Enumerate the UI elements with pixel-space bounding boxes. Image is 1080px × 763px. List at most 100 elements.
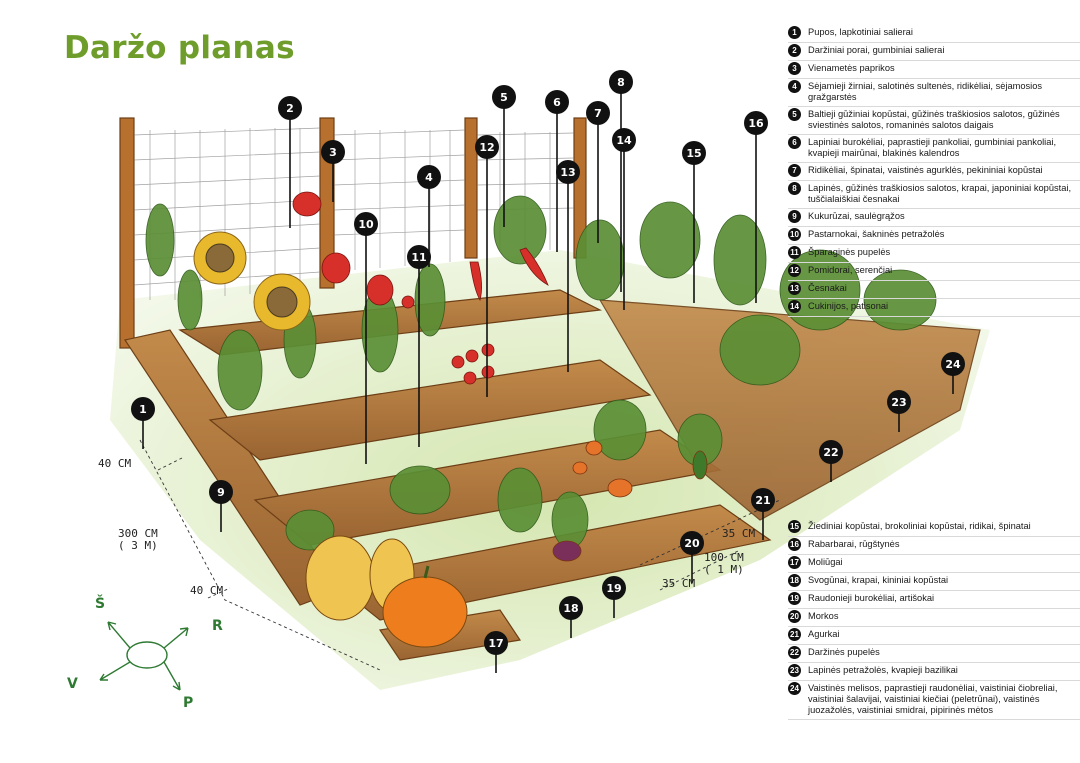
legend-item: 12 Pomidorai, serenčiai xyxy=(788,263,1080,281)
pin-19: 19 xyxy=(602,576,626,618)
pin-head xyxy=(545,90,569,114)
legend-number: 21 xyxy=(788,628,801,641)
legend-text: Žiediniai kopūstai, brokoliniai kopūstai… xyxy=(808,521,1031,531)
page-title: Daržo planas xyxy=(64,30,295,66)
pin-label: 24 xyxy=(945,358,961,371)
legend-text: Pomidorai, serenčiai xyxy=(808,265,893,275)
pin-head xyxy=(131,397,155,421)
pin-head xyxy=(682,141,706,165)
compass-south-label: P xyxy=(183,695,194,711)
pin-label: 8 xyxy=(617,76,625,89)
dim-path-a: 35 CM xyxy=(722,527,756,540)
pin-label: 22 xyxy=(823,446,838,459)
legend-text: Česnakai xyxy=(808,283,847,293)
legend-bottom: 15 Žiediniai kopūstai, brokoliniai kopūst… xyxy=(788,519,1080,720)
legend-number: 23 xyxy=(788,664,801,677)
dim-path-b: 35 CM xyxy=(662,577,696,590)
legend-text: Lapinės petražolės, kvapieji bazilikai xyxy=(808,665,958,675)
legend-text: Raudonieji burokėliai, artišokai xyxy=(808,593,935,603)
pin-18: 18 xyxy=(559,596,583,638)
pin-label: 23 xyxy=(891,396,906,409)
legend-text: Lapiniai burokėliai, paprastieji pankoli… xyxy=(808,137,1057,158)
legend-text: Pastarnokai, šakninės petražolės xyxy=(808,229,945,239)
legend-text: Kukurūzai, saulėgrąžos xyxy=(808,211,905,221)
legend-number: 14 xyxy=(788,300,801,313)
pin-head xyxy=(819,440,843,464)
legend-number: 15 xyxy=(788,520,801,533)
root-vegetables xyxy=(552,440,708,562)
pin-head xyxy=(559,596,583,620)
legend-number: 1 xyxy=(788,26,801,39)
legend-number: 18 xyxy=(788,574,801,587)
legend-text: Cukinijos, patisonai xyxy=(808,301,889,311)
legend-text: Rabarbarai, rūgštynės xyxy=(808,539,900,549)
legend-item: 13 Česnakai xyxy=(788,281,1080,299)
pin-label: 6 xyxy=(553,96,561,109)
red-vegetables xyxy=(292,191,549,385)
pin-16: 16 xyxy=(744,111,768,303)
pin-head xyxy=(612,128,636,152)
compass-east-label: R xyxy=(212,618,223,634)
legend-text: Daržinės pupelės xyxy=(808,647,880,657)
pin-label: 12 xyxy=(479,141,494,154)
legend-number: 20 xyxy=(788,610,801,623)
legend-text: Vienametės paprikos xyxy=(808,63,895,73)
pin-7: 7 xyxy=(586,101,610,243)
legend-text: Svogūnai, krapai, kininiai kopūstai xyxy=(808,575,949,585)
legend-number: 13 xyxy=(788,282,801,295)
dim-bed-width-bottom: 40 CM xyxy=(190,584,224,597)
pin-head xyxy=(209,480,233,504)
legend-text: Sėjamieji žirniai, salotinės sultenės, r… xyxy=(808,81,1043,102)
legend-text: Daržiniai porai, gumbiniai salierai xyxy=(808,45,945,55)
dimension-lines xyxy=(139,439,781,671)
legend-number: 9 xyxy=(788,210,801,223)
pin-15: 15 xyxy=(682,141,706,303)
pin-head xyxy=(586,101,610,125)
pin-head xyxy=(680,531,704,555)
pin-head xyxy=(751,488,775,512)
pin-14: 14 xyxy=(612,128,636,310)
garden-fence xyxy=(119,117,587,349)
pin-head xyxy=(941,352,965,376)
dim-bed-length: 300 CM ( 3 M) xyxy=(118,527,158,552)
pin-21: 21 xyxy=(751,488,775,540)
pin-label: 16 xyxy=(748,117,764,130)
legend-item: 9 Kukurūzai, saulėgrąžos xyxy=(788,209,1080,227)
pin-label: 9 xyxy=(217,486,225,499)
pin-11: 11 xyxy=(407,245,431,447)
pin-label: 20 xyxy=(684,537,700,550)
pin-24: 24 xyxy=(941,352,965,394)
legend-text: Morkos xyxy=(808,611,839,621)
legend-text: Lapinės, gūžinės traškiosios salotos, kr… xyxy=(808,183,1072,204)
pin-1: 1 xyxy=(131,397,155,449)
pin-head xyxy=(321,140,345,164)
pin-6: 6 xyxy=(545,90,569,252)
pin-label: 10 xyxy=(358,218,374,231)
legend-number: 7 xyxy=(788,164,801,177)
legend-item: 15 Žiediniai kopūstai, brokoliniai kopūst… xyxy=(788,519,1080,537)
pin-head xyxy=(609,70,633,94)
legend-text: Šparaginės pupelės xyxy=(808,247,891,257)
pin-8: 8 xyxy=(609,70,633,292)
pin-head xyxy=(744,111,768,135)
compass-west-label: V xyxy=(67,676,78,692)
pin-label: 4 xyxy=(425,171,433,184)
pin-label: 5 xyxy=(500,91,508,104)
compass-north-label: Š xyxy=(95,596,106,612)
legend-number: 12 xyxy=(788,264,801,277)
pin-22: 22 xyxy=(819,440,843,482)
legend-number: 8 xyxy=(788,182,801,195)
pin-label: 18 xyxy=(563,602,578,615)
legend-item: 20 Morkos xyxy=(788,609,1080,627)
